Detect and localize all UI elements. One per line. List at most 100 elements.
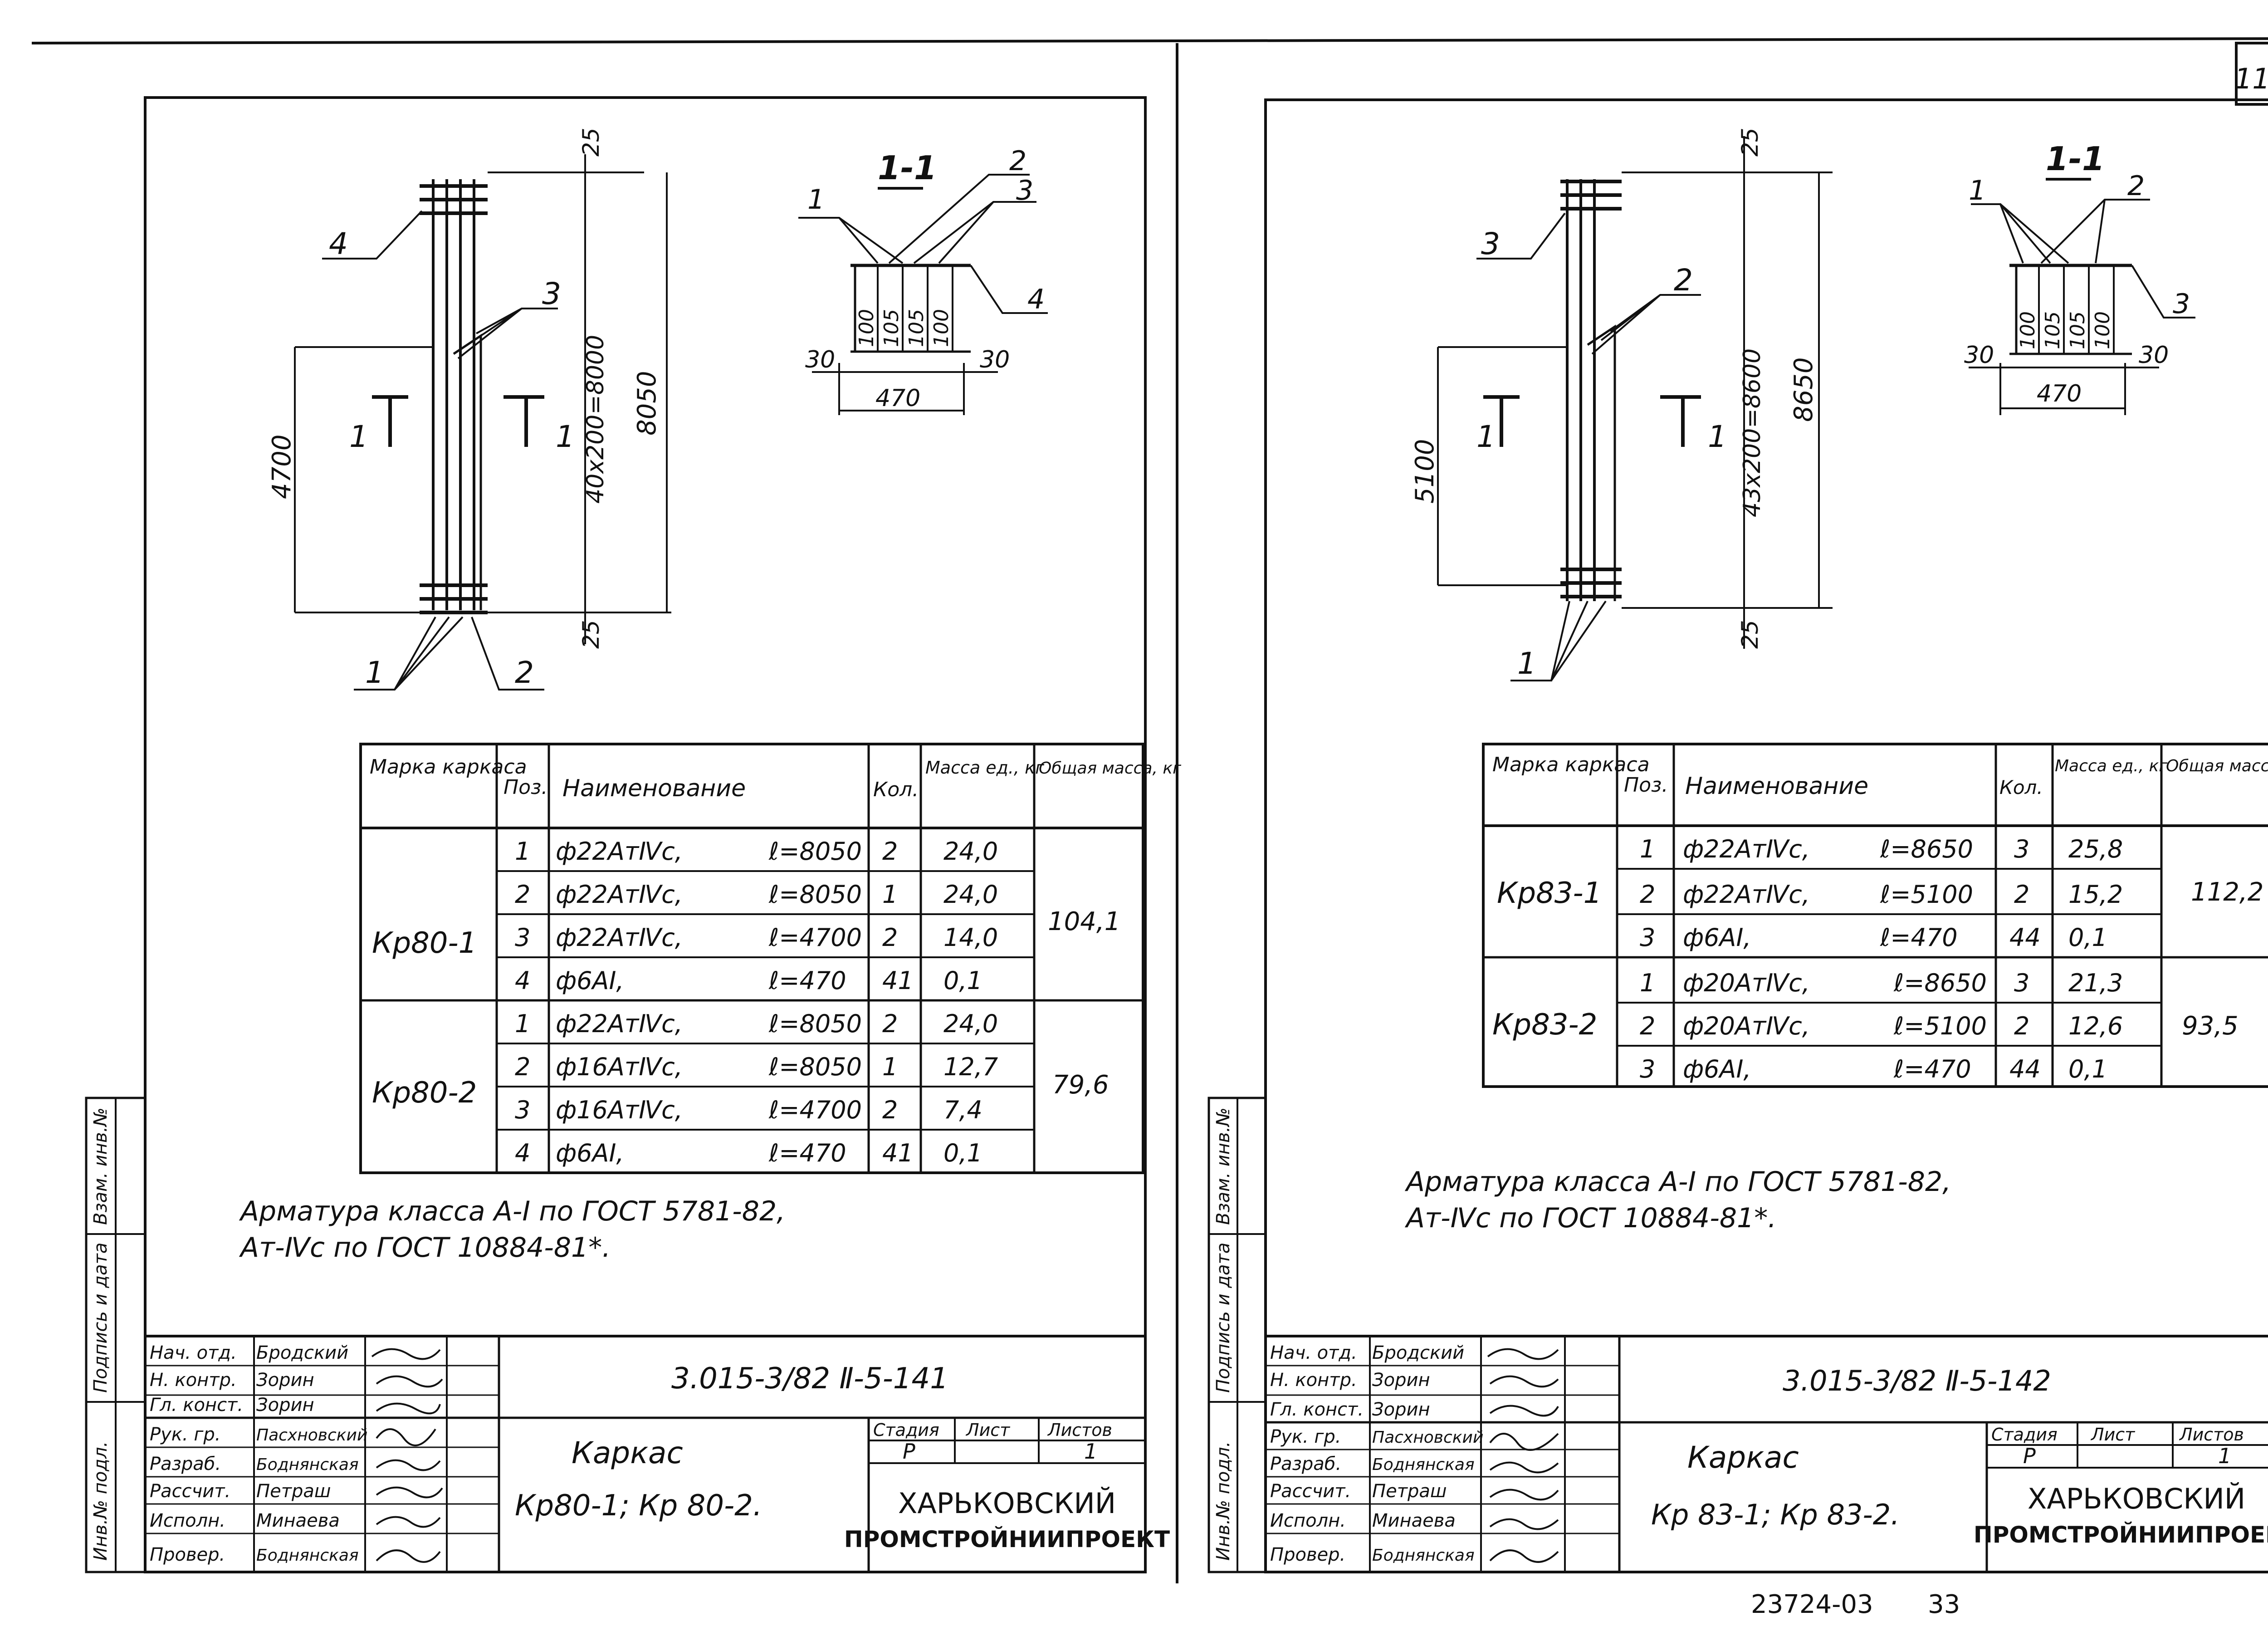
section-edge-right: 30 xyxy=(2139,342,2169,369)
tb-role: Нач. отд. xyxy=(150,1342,237,1363)
cell-name: ф20АтⅣс, xyxy=(1683,969,1810,997)
total-group-1: 112,2 xyxy=(2191,877,2263,907)
tb-name: Пасхновский xyxy=(1372,1428,1483,1447)
tb-role: Провер. xyxy=(1270,1544,1345,1565)
cell-length: ℓ=470 xyxy=(1893,1055,1971,1083)
total-group-2: 93,5 xyxy=(2182,1011,2239,1041)
note-line-2: Ат-Ⅳс по ГОСТ 10884-81*. xyxy=(239,1232,611,1264)
header-unit-mass: Масса ед., кг xyxy=(925,758,1045,778)
cell-name: ф20АтⅣс, xyxy=(1683,1012,1810,1040)
cell-name: ф16АтⅣс, xyxy=(556,1096,683,1124)
cell-length: ℓ=8050 xyxy=(768,1053,862,1081)
callout-3: 3 xyxy=(1481,226,1500,261)
stage-label: Стадия xyxy=(1991,1425,2058,1445)
stage-value: Р xyxy=(903,1439,915,1464)
tb-name: Петраш xyxy=(256,1481,331,1502)
side-label-inv: Инв.№ подл. xyxy=(1213,1441,1234,1561)
dim-length: 4700 xyxy=(267,434,297,499)
cell-qty: 2 xyxy=(882,1096,898,1124)
total-group-2: 79,6 xyxy=(1052,1070,1109,1100)
section-callout-1: 1 xyxy=(807,184,825,216)
cell-name: ф22АтⅣс, xyxy=(556,880,683,909)
drawing-title: Каркас xyxy=(1687,1440,1799,1475)
tb-role: Рук. гр. xyxy=(1270,1426,1341,1447)
doc-code: 3.015-3/82 Ⅱ-5-141 xyxy=(671,1362,948,1396)
sheet-number-box: 111 xyxy=(2234,42,2268,106)
mark-group-2: Кр80-2 xyxy=(372,1076,477,1110)
cut-label-right: 1 xyxy=(556,419,575,454)
sheet-right: Инв.№ подл. Подпись и дата Взам. инв.№ 2… xyxy=(1207,98,2268,1573)
section-edge-left: 30 xyxy=(805,346,835,373)
sheets-label: Листов xyxy=(1047,1420,1112,1440)
side-label-inv: Инв.№ подл. xyxy=(90,1441,111,1561)
cell-mass: 24,0 xyxy=(943,837,998,866)
cell-length: ℓ=470 xyxy=(1880,923,1958,952)
header-total-mass: Общая масса, кг xyxy=(1039,759,1182,778)
section-callout-4: 4 xyxy=(1027,284,1045,315)
section-callout-2: 2 xyxy=(1009,145,1026,177)
tb-name: Зорин xyxy=(1372,1399,1430,1420)
elevation-view-left: 25 25 40x200=8000 8050 4700 1 1 4 3 1 2 xyxy=(267,127,671,691)
header-mark: Марка каркаса xyxy=(1492,753,1650,776)
cell-length: ℓ=470 xyxy=(768,1139,846,1167)
cell-mass: 0,1 xyxy=(943,1139,982,1167)
spec-table-left: Марка каркаса Поз. Наименование Кол. Мас… xyxy=(359,743,1182,1174)
callout-4: 4 xyxy=(329,226,348,261)
section-spacing-3: 105 xyxy=(905,309,928,347)
header-pos: Поз. xyxy=(1624,774,1668,797)
header-qty: Кол. xyxy=(1999,776,2043,798)
callout-1: 1 xyxy=(365,655,384,690)
cell-qty: 2 xyxy=(2014,880,2029,909)
tb-name: Зорин xyxy=(1372,1370,1430,1391)
cell-pos: 3 xyxy=(515,1096,530,1124)
table-row: 1 ф20АтⅣс, ℓ=8650 3 21,3 xyxy=(1640,969,2123,997)
cell-name: ф22АтⅣс, xyxy=(1683,880,1810,909)
cell-length: ℓ=4700 xyxy=(768,923,862,952)
dim-top: 25 xyxy=(578,127,604,157)
tb-name: Минаева xyxy=(256,1510,340,1531)
header-unit-mass: Масса ед., кг xyxy=(2055,757,2168,775)
cell-name: ф6АI, xyxy=(556,1139,624,1167)
mark-group-1: Кр83-1 xyxy=(1497,877,1602,910)
note-right: Арматура класса А-I по ГОСТ 5781-82, Ат-… xyxy=(1404,1166,1951,1234)
section-callout-2: 2 xyxy=(2127,170,2145,202)
tb-role: Н. контр. xyxy=(1270,1370,1357,1391)
cell-length: ℓ=8050 xyxy=(768,1009,862,1038)
stage-label: Стадия xyxy=(873,1420,939,1440)
sheets-label: Листов xyxy=(2179,1425,2244,1445)
stage-value: Р xyxy=(2023,1444,2036,1468)
header-mark: Марка каркаса xyxy=(370,755,527,779)
section-title: 1-1 xyxy=(2046,140,2105,178)
doc-code: 3.015-3/82 Ⅱ-5-142 xyxy=(1783,1364,2051,1397)
dim-top: 25 xyxy=(1737,127,1763,157)
callout-2: 2 xyxy=(515,655,534,690)
sheet-label: Лист xyxy=(965,1420,1011,1440)
tb-role: Рассчит. xyxy=(150,1481,230,1502)
header-qty: Кол. xyxy=(873,778,919,801)
cell-pos: 2 xyxy=(515,880,530,909)
cell-mass: 24,0 xyxy=(943,1009,998,1038)
note-left: Арматура класса А-I по ГОСТ 5781-82, Ат-… xyxy=(239,1195,785,1264)
side-label-sign: Подпись и дата xyxy=(90,1243,111,1393)
table-row: 3 ф6АI, ℓ=470 44 0,1 xyxy=(1640,923,2107,952)
tb-role: Разраб. xyxy=(1270,1454,1341,1474)
cell-mass: 24,0 xyxy=(943,880,998,909)
section-spacing-2: 105 xyxy=(880,309,903,347)
section-callout-3: 3 xyxy=(2173,288,2190,320)
footer-page: 33 xyxy=(1928,1590,1960,1619)
cell-name: ф6АI, xyxy=(1683,1055,1751,1083)
cell-qty: 44 xyxy=(2009,1055,2041,1083)
drawing-subtitle: Кр 83-1; Кр 83-2. xyxy=(1651,1498,1900,1531)
section-spacing-4: 100 xyxy=(2091,311,2114,349)
tb-name: Минаева xyxy=(1372,1510,1456,1531)
tb-name: Боднянская xyxy=(1372,1546,1475,1565)
section-callout-3: 3 xyxy=(1016,175,1033,206)
tb-role: Н. контр. xyxy=(150,1370,237,1391)
org-name-line-1: ХАРЬКОВСКИЙ xyxy=(2028,1482,2245,1515)
sheet-left: Инв.№ подл. Подпись и дата Взам. инв.№ xyxy=(85,96,1182,1573)
cell-mass: 21,3 xyxy=(2068,969,2123,997)
tb-name: Боднянская xyxy=(1372,1455,1475,1474)
cell-length: ℓ=4700 xyxy=(768,1096,862,1124)
side-label-replace: Взам. инв.№ xyxy=(1213,1107,1234,1225)
title-block-left: Нач. отд. Бродский Н. контр. Зорин Гл. к… xyxy=(145,1335,1170,1572)
